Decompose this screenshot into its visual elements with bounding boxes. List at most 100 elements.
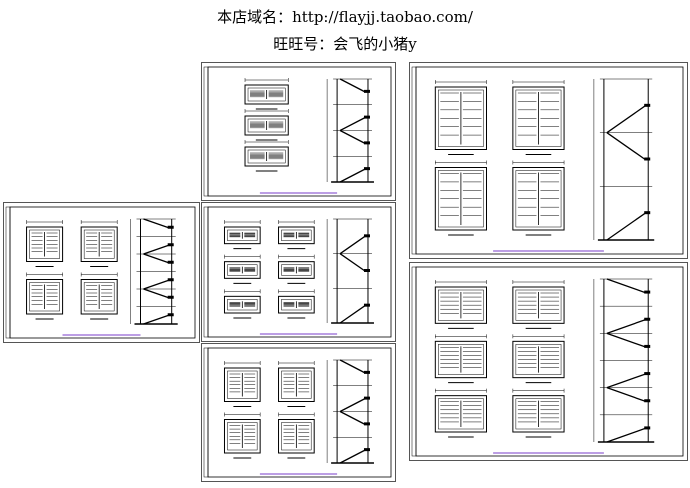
plan-inner-wall: [281, 229, 312, 241]
floor-plan: [434, 80, 487, 155]
stair-section: [326, 218, 374, 324]
plan-inner-wall: [281, 264, 312, 276]
floor-plan: [512, 80, 565, 155]
plan-inner-wall: [438, 398, 484, 430]
inner-frame: [207, 66, 392, 197]
stair-section: [593, 278, 655, 443]
plan-outline: [278, 419, 315, 454]
landing-slab: [644, 317, 651, 321]
stair-flight: [606, 278, 646, 443]
stair-section: [593, 78, 655, 241]
floor-plan: [434, 160, 487, 236]
landing-slab: [167, 243, 174, 247]
sheet-drawing: [5, 206, 196, 339]
floor-plan: [223, 289, 261, 319]
drawing-sheet: [3, 202, 200, 343]
plan-outline: [512, 286, 565, 324]
landing-slab: [167, 225, 174, 229]
stair-flight: [339, 359, 366, 464]
plan-inner-wall: [227, 229, 258, 241]
sheet-drawing: [203, 206, 392, 338]
stair-flight: [339, 235, 366, 324]
landing-slab: [644, 103, 651, 107]
floor-plan: [223, 412, 261, 459]
stair-section: [130, 218, 178, 325]
binding-margin: [411, 66, 417, 255]
plan-inner-wall: [281, 422, 312, 451]
binding-margin: [203, 347, 209, 478]
floor-plan: [244, 78, 289, 110]
floor-plan: [278, 254, 315, 284]
plan-inner-wall: [438, 170, 484, 228]
plan-outline: [278, 295, 315, 314]
landing-slab: [644, 399, 651, 403]
plan-outline: [223, 419, 261, 454]
landing-slab: [167, 260, 174, 264]
landing-slab: [644, 372, 651, 376]
plan-inner-wall: [227, 299, 258, 311]
floor-plan: [26, 272, 64, 320]
floor-plan: [278, 220, 315, 250]
plan-outline: [244, 146, 289, 167]
landing-slab: [363, 141, 370, 145]
drawing-sheet: [201, 62, 396, 201]
plan-inner-wall: [515, 89, 562, 147]
plan-outline: [223, 295, 261, 314]
plan-inner-wall: [281, 370, 312, 399]
plan-outline: [26, 226, 64, 262]
plan-inner-wall: [29, 282, 60, 312]
landing-slab: [363, 89, 370, 93]
plan-outline: [26, 279, 64, 315]
plan-outline: [434, 86, 487, 150]
floor-plan: [278, 361, 315, 407]
plan-outline: [80, 226, 118, 262]
plan-inner-wall: [227, 422, 258, 451]
landing-slab: [644, 157, 651, 161]
plan-inner-wall: [438, 89, 484, 147]
sheet-drawing: [203, 347, 392, 478]
plan-outline: [512, 340, 565, 379]
plan-outline: [244, 84, 289, 105]
landing-slab: [644, 426, 651, 430]
sheet-drawing: [411, 66, 684, 255]
drawing-sheet: [409, 262, 688, 461]
plan-outline: [223, 261, 261, 279]
stair-section: [326, 78, 374, 183]
stair-flight: [606, 105, 646, 241]
plan-outline: [278, 367, 315, 402]
floor-plan: [26, 220, 64, 267]
plan-inner-wall: [247, 118, 286, 133]
drawing-sheet: [409, 62, 688, 259]
floor-plan: [80, 220, 118, 267]
floor-plan: [223, 220, 261, 250]
landing-slab: [167, 313, 174, 317]
plan-inner-wall: [83, 229, 115, 259]
landing-slab: [363, 269, 370, 272]
floor-plan: [223, 254, 261, 284]
plan-outline: [512, 395, 565, 433]
floor-plan: [434, 334, 487, 384]
binding-margin: [203, 206, 209, 338]
plan-outline: [434, 167, 487, 231]
plan-outline: [278, 226, 315, 245]
plan-inner-wall: [515, 170, 562, 228]
landing-slab: [363, 115, 370, 119]
floor-plan: [223, 361, 261, 407]
inner-frame: [415, 66, 684, 255]
plan-outline: [434, 340, 487, 379]
plan-inner-wall: [515, 398, 562, 430]
floor-plan: [278, 412, 315, 459]
landing-slab: [363, 303, 370, 307]
plan-outline: [434, 286, 487, 324]
plan-outline: [434, 395, 487, 433]
drawing-sheet: [201, 202, 396, 342]
floor-plan: [80, 272, 118, 320]
inner-frame: [415, 266, 684, 457]
plan-outline: [512, 86, 565, 150]
plan-inner-wall: [438, 344, 484, 375]
plan-inner-wall: [83, 282, 115, 312]
landing-slab: [644, 290, 651, 294]
floor-plan: [244, 140, 289, 172]
plan-inner-wall: [247, 149, 286, 164]
plan-outline: [512, 167, 565, 231]
